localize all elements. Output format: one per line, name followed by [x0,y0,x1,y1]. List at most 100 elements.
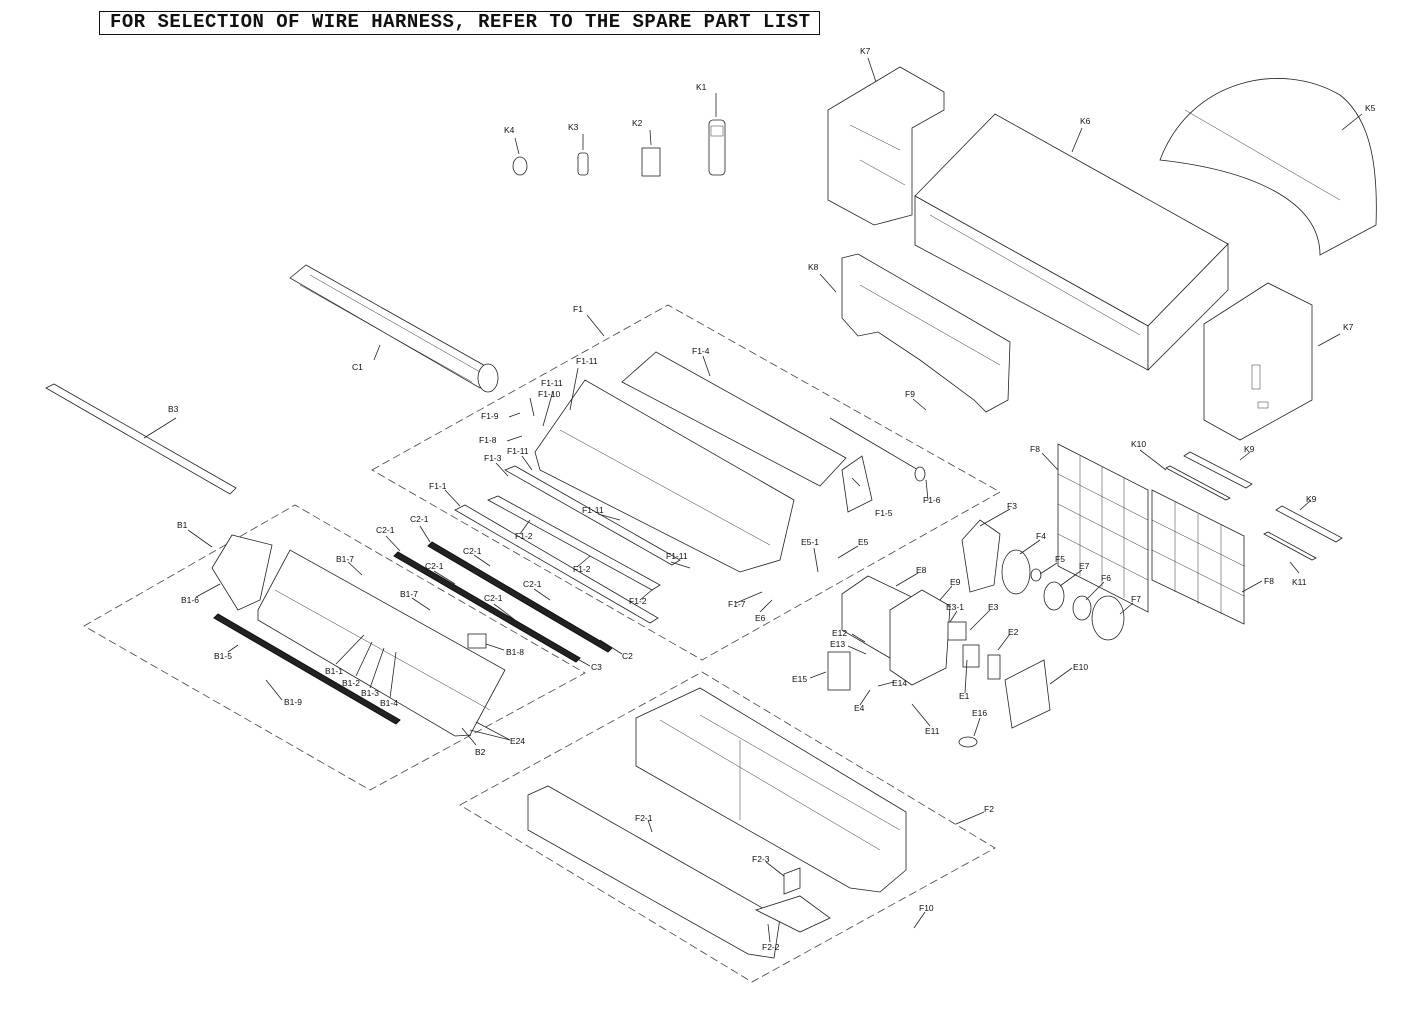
label-K4: K4 [504,125,515,135]
end-cap-k7-top [827,66,945,226]
label-E15: E15 [792,674,807,684]
label-F1-2b: F1-2 [573,564,591,574]
label-B1-1: B1-1 [325,666,343,676]
side-cover-k5 [1159,78,1377,256]
label-F1: F1 [573,304,583,314]
label-F1-11c: F1-11 [507,446,529,456]
label-E8: E8 [916,565,927,575]
label-E4: E4 [854,703,865,713]
label-E5: E5 [858,537,869,547]
label-F1-2c: F1-2 [629,596,647,606]
label-K7b: K7 [1343,322,1354,332]
label-B1-6: B1-6 [181,595,199,605]
label-F8a: F8 [1030,444,1040,454]
label-F1-7: F1-7 [728,599,746,609]
label-K1: K1 [696,82,707,92]
label-E16: E16 [972,708,987,718]
label-F1-11a: F1-11 [576,356,598,366]
label-F7: F7 [1131,594,1141,604]
label-F8b: F8 [1264,576,1274,586]
label-E3: E3 [988,602,999,612]
label-C2-1e: C2-1 [484,593,503,603]
heat-exchanger-b1 [211,534,506,737]
label-F1-4: F1-4 [692,346,710,356]
label-F1-11e: F1-11 [666,551,688,561]
label-B1-9: B1-9 [284,697,302,707]
label-C2-1b: C2-1 [410,514,429,524]
end-cap-k7-right [1203,282,1313,441]
label-F9: F9 [905,389,915,399]
mounting-plate-k8 [841,253,1011,413]
label-E1: E1 [959,691,970,701]
label-K7a: K7 [860,46,871,56]
label-C2: C2 [622,651,633,661]
label-F4: F4 [1036,531,1046,541]
label-K2: K2 [632,118,643,128]
label-E13: E13 [830,639,845,649]
label-F2: F2 [984,804,994,814]
label-F10: F10 [919,903,934,913]
label-B1-7a: B1-7 [336,554,354,564]
label-E6: E6 [755,613,766,623]
leader-lines [143,57,1363,943]
label-K6: K6 [1080,116,1091,126]
label-F2-3: F2-3 [752,854,770,864]
label-F1-8: F1-8 [479,435,497,445]
label-F6: F6 [1101,573,1111,583]
label-K9a: K9 [1244,444,1255,454]
label-F1-11d: F1-11 [582,505,604,515]
label-K5: K5 [1365,103,1376,113]
label-B1-5: B1-5 [214,651,232,661]
label-C1: C1 [352,362,363,372]
label-F3: F3 [1007,501,1017,511]
label-E14: E14 [892,678,907,688]
air-filters-f8 [1057,443,1245,625]
label-F2-2: F2-2 [762,942,780,952]
label-F1-10: F1-10 [538,389,560,399]
label-E2: E2 [1008,627,1019,637]
label-F1-1: F1-1 [429,481,447,491]
label-E12: E12 [832,628,847,638]
label-C2-1c: C2-1 [463,546,482,556]
label-F5: F5 [1055,554,1065,564]
label-E11: E11 [925,726,940,736]
label-B1-7b: B1-7 [400,589,418,599]
label-E24: E24 [510,736,525,746]
label-E9: E9 [950,577,961,587]
label-F1-2a: F1-2 [515,531,533,541]
label-B1-4: B1-4 [380,698,398,708]
top-cover-k6 [914,113,1229,371]
filter-frames-k9 [1165,451,1343,561]
remote-controls [512,119,726,177]
label-B1-8: B1-8 [506,647,524,657]
label-E5-1: E5-1 [801,537,819,547]
label-B3: B3 [168,404,179,414]
front-panel-f2 [527,687,907,959]
louvres-c2-c3 [393,541,613,663]
cross-flow-fan-c1 [289,264,499,393]
label-K8: K8 [808,262,819,272]
label-K9b: K9 [1306,494,1317,504]
label-C2-1a: C2-1 [376,525,395,535]
label-K11: K11 [1292,577,1307,587]
label-F1-3: F1-3 [484,453,502,463]
label-F1-11b: F1-11 [541,378,563,388]
assembly-outlines [83,304,1001,983]
label-B1-2: B1-2 [342,678,360,688]
frame-f1 [454,351,926,624]
label-B2: B2 [475,747,486,757]
label-K3: K3 [568,122,579,132]
label-C2-1d: C2-1 [425,561,444,571]
label-E7: E7 [1079,561,1090,571]
label-F2-1: F2-1 [635,813,653,823]
label-C3: C3 [591,662,602,672]
label-B1: B1 [177,520,188,530]
electrical-parts [827,575,1051,748]
wire-harness-notice: FOR SELECTION OF WIRE HARNESS, REFER TO … [99,11,820,35]
rail-b3 [45,383,237,495]
label-E10: E10 [1073,662,1088,672]
part-labels: K7 K6 K5 K1 K2 K3 K4 K8 K7 C1 B3 F1 F1-4… [168,46,1376,952]
label-B1-3: B1-3 [361,688,379,698]
label-F1-9: F1-9 [481,411,499,421]
